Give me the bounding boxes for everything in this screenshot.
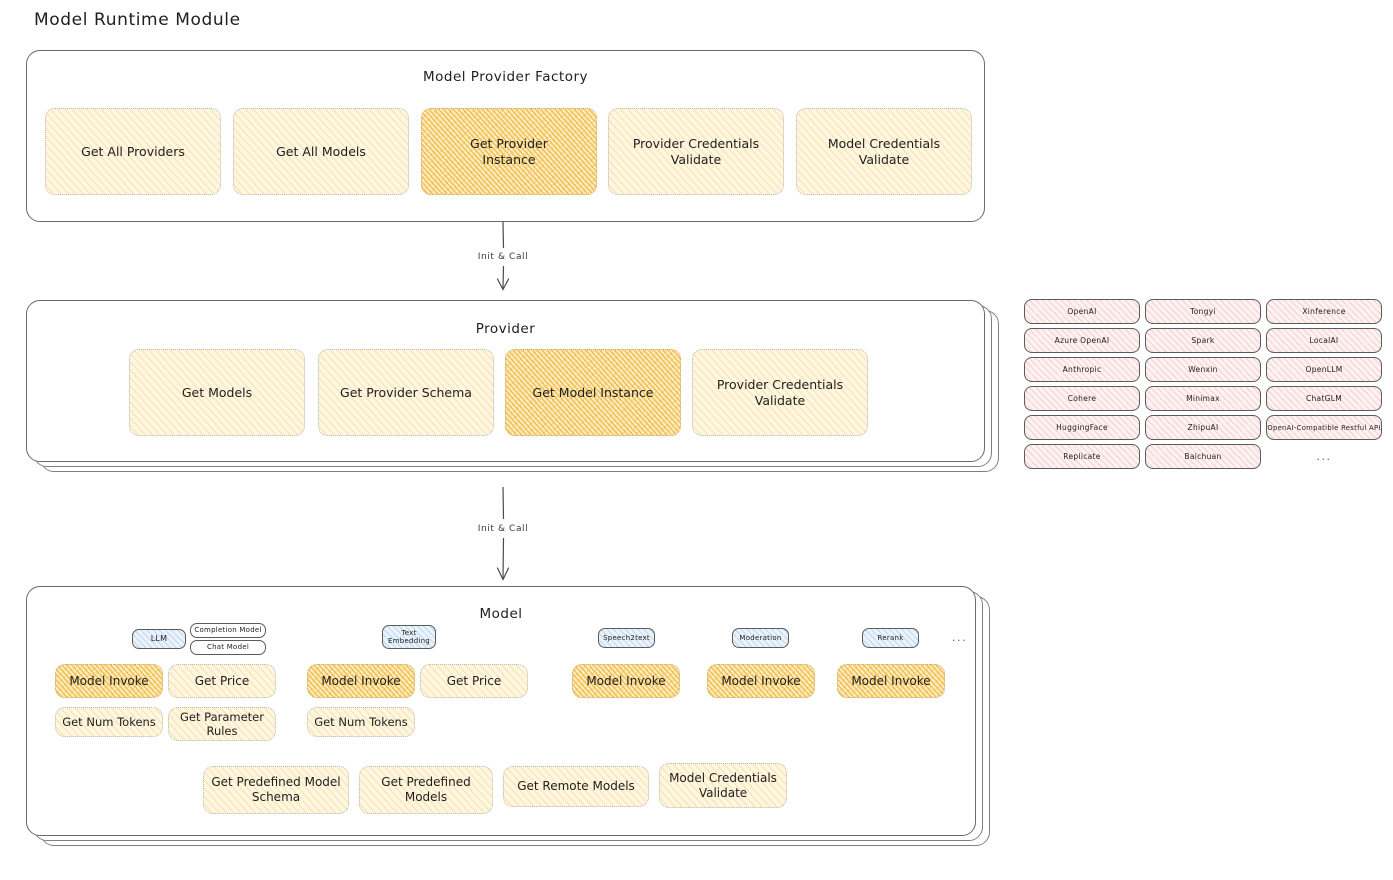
provider-box-get-provider-schema[interactable]: Get Provider Schema xyxy=(318,349,494,436)
model-text-embedding-box-get-price[interactable]: Get Price xyxy=(420,664,528,698)
model-sub-badge-completion-model[interactable]: Completion Model xyxy=(190,623,266,638)
model-type-badge-speech2text[interactable]: Speech2text xyxy=(598,628,655,648)
factory-box-get-all-models[interactable]: Get All Models xyxy=(233,108,409,195)
model-text-embedding-box-get-num-tokens[interactable]: Get Num Tokens xyxy=(307,707,415,737)
model-common-box-model-credentials-validate[interactable]: Model Credentials Validate xyxy=(659,763,787,808)
provider-panel: Provider Get Models Get Provider Schema … xyxy=(26,300,985,462)
model-text-embedding-box-model-invoke[interactable]: Model Invoke xyxy=(307,664,415,698)
arrow-head-2 xyxy=(496,567,510,581)
provider-chip-openllm[interactable]: OpenLLM xyxy=(1266,357,1382,382)
provider-chip-baichuan[interactable]: Baichuan xyxy=(1145,444,1261,469)
provider-chip-openai[interactable]: OpenAI xyxy=(1024,299,1140,324)
factory-box-provider-credentials-validate[interactable]: Provider Credentials Validate xyxy=(608,108,784,195)
provider-chip-azure-openai[interactable]: Azure OpenAI xyxy=(1024,328,1140,353)
model-rerank-box-model-invoke[interactable]: Model Invoke xyxy=(837,664,945,698)
provider-list: OpenAI Azure OpenAI Anthropic Cohere Hug… xyxy=(1024,299,1382,479)
provider-chip-minimax[interactable]: Minimax xyxy=(1145,386,1261,411)
arrow-head-1 xyxy=(496,278,510,291)
factory-box-get-provider-instance[interactable]: Get Provider Instance xyxy=(421,108,597,195)
model-provider-factory-panel: Model Provider Factory Get All Providers… xyxy=(26,50,985,222)
model-llm-box-get-parameter-rules[interactable]: Get Parameter Rules xyxy=(168,707,276,741)
model-provider-factory-title: Model Provider Factory xyxy=(422,69,588,85)
model-speech2text-box-model-invoke[interactable]: Model Invoke xyxy=(572,664,680,698)
model-title: Model xyxy=(479,606,523,622)
provider-chip-cohere[interactable]: Cohere xyxy=(1024,386,1140,411)
model-llm-box-get-num-tokens[interactable]: Get Num Tokens xyxy=(55,707,163,737)
model-type-badge-llm[interactable]: LLM xyxy=(132,629,186,649)
provider-chip-openai-compatible-restful-api[interactable]: OpenAI-Compatible Restful API xyxy=(1266,415,1382,440)
factory-box-get-all-providers[interactable]: Get All Providers xyxy=(45,108,221,195)
provider-chip-localai[interactable]: LocalAI xyxy=(1266,328,1382,353)
provider-chip-chatglm[interactable]: ChatGLM xyxy=(1266,386,1382,411)
provider-chip-tongyi[interactable]: Tongyi xyxy=(1145,299,1261,324)
provider-box-get-model-instance[interactable]: Get Model Instance xyxy=(505,349,681,436)
provider-title: Provider xyxy=(475,321,536,337)
model-moderation-box-model-invoke[interactable]: Model Invoke xyxy=(707,664,815,698)
factory-box-model-credentials-validate[interactable]: Model Credentials Validate xyxy=(796,108,972,195)
model-type-badge-rerank[interactable]: Rerank xyxy=(862,628,919,648)
model-panel: Model LLM Completion Model Chat Model Mo… xyxy=(26,586,976,836)
arrow-label-init-call-1: Init & Call xyxy=(477,252,529,262)
provider-chip-xinference[interactable]: Xinference xyxy=(1266,299,1382,324)
model-type-badge-moderation[interactable]: Moderation xyxy=(732,628,789,648)
arrow-label-init-call-2: Init & Call xyxy=(477,524,529,534)
model-llm-box-model-invoke[interactable]: Model Invoke xyxy=(55,664,163,698)
provider-box-provider-credentials-validate[interactable]: Provider Credentials Validate xyxy=(692,349,868,436)
model-common-box-get-remote-models[interactable]: Get Remote Models xyxy=(503,766,649,807)
provider-chip-wenxin[interactable]: Wenxin xyxy=(1145,357,1261,382)
model-llm-box-get-price[interactable]: Get Price xyxy=(168,664,276,698)
provider-list-more-ellipsis: ... xyxy=(1316,450,1332,463)
provider-box-get-models[interactable]: Get Models xyxy=(129,349,305,436)
model-types-more-ellipsis: ... xyxy=(952,631,968,644)
provider-chip-replicate[interactable]: Replicate xyxy=(1024,444,1140,469)
provider-chip-spark[interactable]: Spark xyxy=(1145,328,1261,353)
model-common-box-get-predefined-model-schema[interactable]: Get Predefined Model Schema xyxy=(203,766,349,814)
model-common-box-get-predefined-models[interactable]: Get Predefined Models xyxy=(359,766,493,814)
provider-chip-huggingface[interactable]: HuggingFace xyxy=(1024,415,1140,440)
provider-chip-anthropic[interactable]: Anthropic xyxy=(1024,357,1140,382)
page-title: Model Runtime Module xyxy=(34,10,241,30)
model-sub-badge-chat-model[interactable]: Chat Model xyxy=(190,640,266,655)
provider-chip-zhipuai[interactable]: ZhipuAI xyxy=(1145,415,1261,440)
model-type-badge-text-embedding[interactable]: Text Embedding xyxy=(382,625,436,649)
